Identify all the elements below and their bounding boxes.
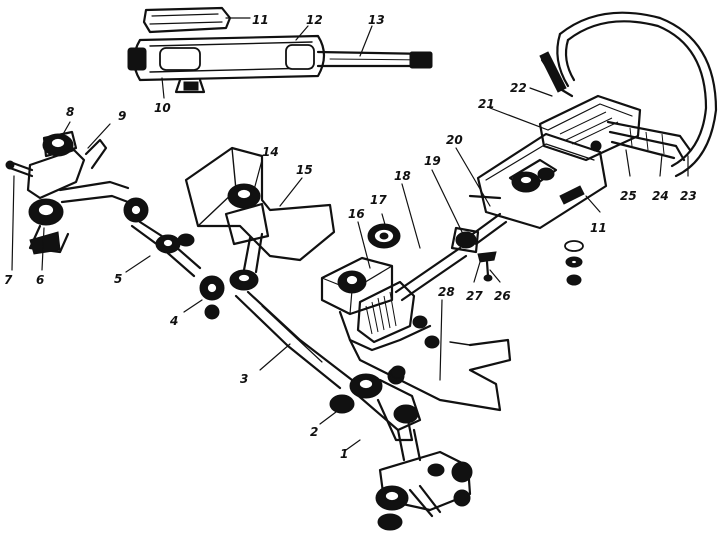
- left-tie-rod: [123, 197, 225, 320]
- label-11-lower: 11: [590, 221, 607, 235]
- intermediate-shaft: [394, 212, 508, 302]
- label-27: 27: [466, 289, 483, 303]
- label-4: 4: [169, 314, 178, 328]
- label-15: 15: [296, 163, 313, 177]
- steering-wheel: [539, 11, 718, 178]
- label-9: 9: [118, 109, 126, 123]
- leader-lines: [11, 17, 689, 451]
- label-24: 24: [652, 189, 669, 203]
- center-link: [229, 269, 354, 390]
- flexible-coupling-disc: [367, 223, 401, 249]
- label-25: 25: [620, 189, 637, 203]
- steering-gear-box: [320, 256, 512, 412]
- label-6: 6: [36, 273, 44, 287]
- label-18: 18: [394, 169, 411, 183]
- label-16: 16: [348, 207, 365, 221]
- steering-column-housing: [468, 94, 642, 230]
- left-steering-knuckle: [5, 130, 130, 255]
- right-steering-knuckle: [329, 367, 473, 531]
- part-labels: 1 2 3 4 5 6 7 8 9 10 11 12 13 14 15 16 1…: [4, 13, 697, 461]
- label-14: 14: [262, 145, 279, 159]
- label-10: 10: [154, 101, 171, 115]
- label-12: 12: [306, 13, 323, 27]
- label-26: 26: [494, 289, 511, 303]
- label-5: 5: [114, 272, 122, 286]
- label-21: 21: [478, 97, 495, 111]
- label-28: 28: [438, 285, 455, 299]
- label-23: 23: [680, 189, 697, 203]
- label-2: 2: [310, 425, 318, 439]
- label-11-top: 11: [252, 13, 269, 27]
- label-8: 8: [66, 105, 74, 119]
- label-17: 17: [370, 193, 387, 207]
- steering-shaft-assembly: [127, 6, 433, 94]
- label-7: 7: [4, 273, 13, 287]
- label-3: 3: [240, 372, 248, 386]
- label-19: 19: [424, 154, 441, 168]
- label-13: 13: [368, 13, 385, 27]
- label-22: 22: [510, 81, 527, 95]
- idler-arm-bracket: [184, 146, 336, 274]
- label-20: 20: [446, 133, 463, 147]
- label-1: 1: [340, 447, 348, 461]
- small-fasteners: [477, 240, 584, 286]
